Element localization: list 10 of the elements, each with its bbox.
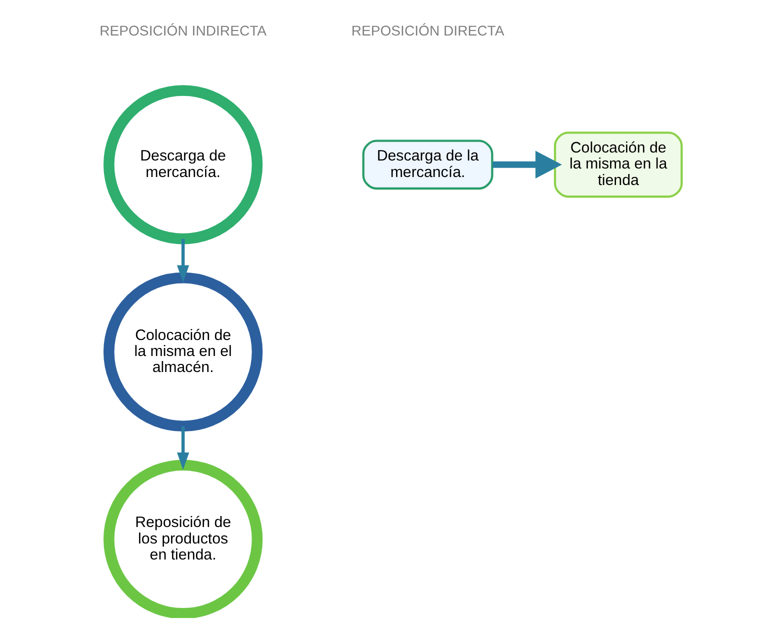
node-circle: Reposición de los productos en tienda.	[104, 460, 263, 618]
node-box: Colocación de la misma en la tienda	[554, 132, 683, 198]
node-circle: Colocación de la misma en el almacén.	[104, 272, 263, 432]
arrow	[176, 238, 190, 283]
node-box: Descarga de la mercancía.	[362, 140, 494, 190]
label: REPOSICIÓN INDIRECTA	[100, 22, 267, 39]
arrow	[176, 426, 190, 470]
node-circle: Descarga de mercancía.	[104, 85, 263, 244]
label: REPOSICIÓN DIRECTA	[351, 22, 504, 39]
arrow	[492, 150, 562, 179]
